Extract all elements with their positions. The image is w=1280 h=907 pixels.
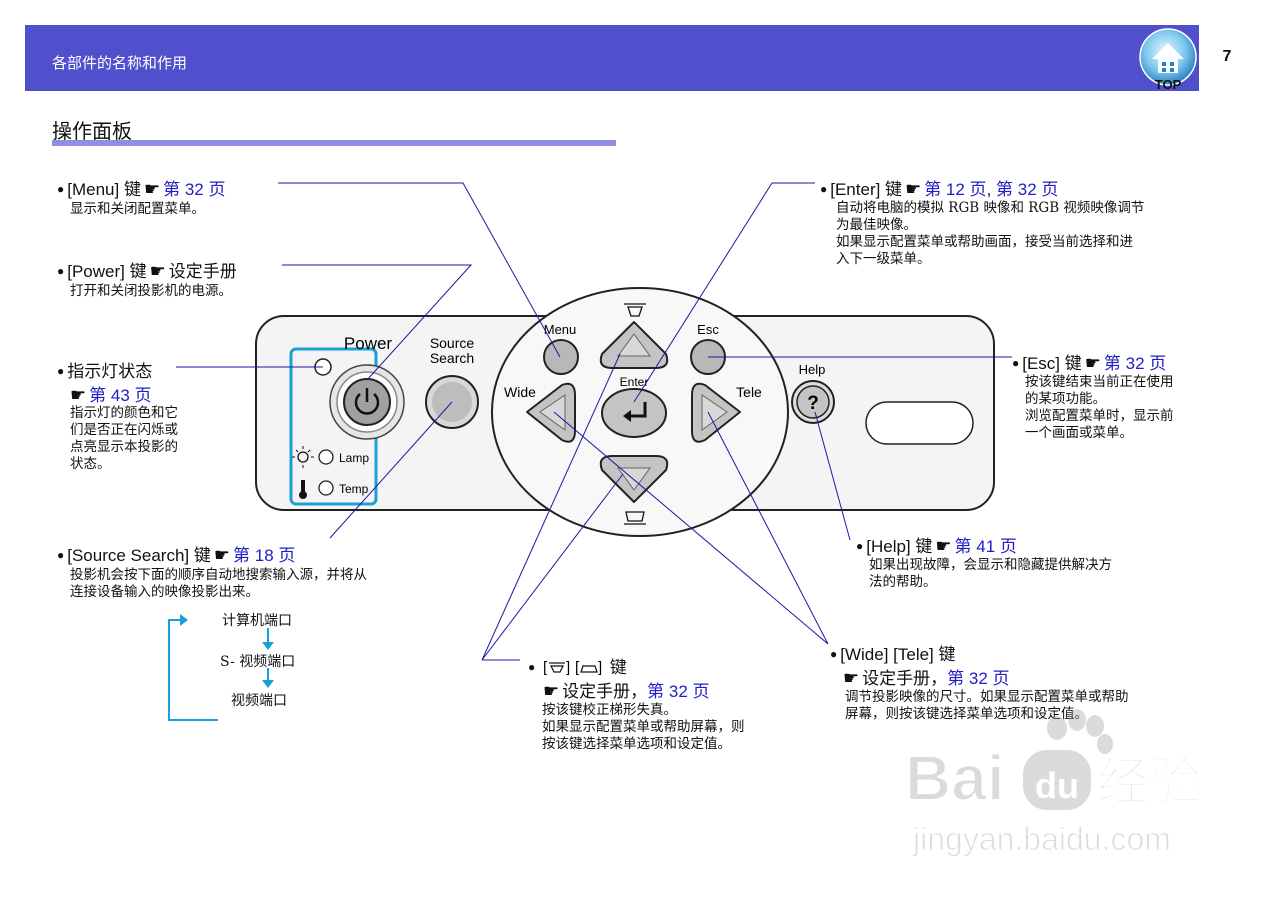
svg-text:[: [ <box>575 659 580 676</box>
wide-tele-page-link[interactable]: 第 32 页 <box>947 669 1010 688</box>
enter-key-desc: 自动将电脑的模拟 RGB 映像和 RGB 视频映像调节 为最佳映像。 如果显示配… <box>836 200 1145 267</box>
temp-indicator: Temp <box>299 480 369 499</box>
help-button-face <box>796 385 830 419</box>
indicator-ref: ☛第 43 页 <box>67 381 152 406</box>
help-icon: ? <box>807 393 819 414</box>
up-arrow-icon <box>617 333 651 357</box>
watermark-cn: 经验 <box>1097 754 1201 812</box>
temp-label: Temp <box>339 482 369 496</box>
flow-computer-port: 计算机端口 <box>222 613 292 629</box>
indicator-desc: 指示灯的颜色和它 们是否正在闪烁或 点亮显示本投影的 状态。 <box>70 405 178 472</box>
menu-key-heading: ●[Menu] 键☛第 32 页 <box>57 179 226 199</box>
enter-icon-arrow <box>623 410 631 422</box>
power-label: Power <box>344 334 393 353</box>
left-arrow-icon <box>539 394 566 431</box>
enter-icon <box>628 402 647 418</box>
source-search-heading: ●[Source Search] 键☛第 18 页 <box>57 545 296 565</box>
section-title: 操作面板 <box>52 119 132 143</box>
enter-button[interactable] <box>601 388 667 438</box>
svg-text:[: [ <box>543 659 548 676</box>
display-window <box>865 401 974 445</box>
source-search-page-link[interactable]: 第 18 页 <box>233 546 296 565</box>
help-key-desc: 如果出现故障，会显示和隐藏提供解决方 法的帮助。 <box>869 557 1112 590</box>
watermark-url: jingyan.baidu.com <box>912 821 1171 857</box>
leader-lines <box>176 182 1012 661</box>
baidu-jingyan-watermark: Bai du 经验 jingyan.baidu.com <box>905 709 1202 858</box>
power-key-desc: 打开和关闭投影机的电源。 <box>70 283 232 299</box>
enter-key-heading: ●[Enter] 键☛第 12 页, 第 32 页 <box>820 179 1059 199</box>
flow-video-port: 视频端口 <box>231 693 287 709</box>
keystone-up-icon <box>624 303 646 317</box>
menu-label: Menu <box>544 322 577 337</box>
help-key-heading: ●[Help] 键☛第 41 页 <box>856 536 1017 556</box>
keystone-keys-icon: [ ] [ ] <box>543 659 602 676</box>
source-search-label-1: Source <box>430 335 475 351</box>
esc-page-link[interactable]: 第 32 页 <box>1103 354 1167 373</box>
help-page-link[interactable]: 第 41 页 <box>954 537 1017 556</box>
header-bar <box>25 25 1255 91</box>
top-badge-label: TOP <box>1155 77 1182 91</box>
hand-pointer-icon: ☛ <box>149 261 166 281</box>
power-manual-ref: 设定手册 <box>168 262 237 281</box>
tele-label: Tele <box>736 384 762 400</box>
wide-tele-ref: ☛设定手册，第 32 页 <box>843 668 1010 688</box>
flow-s-video-port: S- 视频端口 <box>220 654 296 670</box>
hand-pointer-icon: ☛ <box>905 179 922 199</box>
esc-label: Esc <box>697 322 719 337</box>
lamp-label: Lamp <box>339 451 369 465</box>
page-number-box <box>1199 25 1255 91</box>
hand-pointer-icon: ☛ <box>935 536 952 556</box>
keystone-ref: ☛设定手册，第 32 页 <box>543 681 710 701</box>
hand-pointer-icon: ☛ <box>213 545 231 565</box>
enter-page-link-2[interactable]: 第 32 页 <box>996 180 1059 199</box>
enter-label: Enter <box>620 375 649 389</box>
power-icon <box>354 393 380 415</box>
hand-pointer-icon: ☛ <box>1084 353 1101 373</box>
source-search-label-2: Search <box>430 350 474 366</box>
indicator-heading: ●指示灯状态 <box>57 362 153 381</box>
hand-pointer-icon: ☛ <box>70 385 87 405</box>
top-home-icon[interactable]: TOP <box>1138 27 1198 91</box>
hand-pointer-icon: ☛ <box>143 179 161 199</box>
keystone-page-link[interactable]: 第 32 页 <box>647 682 710 701</box>
source-flow-arrows <box>168 614 274 721</box>
menu-button[interactable] <box>543 339 579 375</box>
section-underline <box>52 140 616 146</box>
page-number: 7 <box>1222 48 1232 65</box>
hand-pointer-icon: ☛ <box>543 681 560 701</box>
menu-page-link[interactable]: 第 32 页 <box>163 180 226 199</box>
keystone-desc: 按该键校正梯形失真。 如果显示配置菜单或帮助屏幕，则 按该键选择菜单选项和设定值… <box>542 702 745 752</box>
keystone-heading: ● [ ] [ ] 键 <box>528 658 627 677</box>
wide-tele-heading: ●[Wide] [Tele] 键 <box>830 645 956 664</box>
esc-key-heading: ●[Esc] 键☛第 32 页 <box>1012 353 1167 373</box>
wide-label: Wide <box>504 384 536 400</box>
lamp-indicator: Lamp <box>292 446 369 468</box>
power-key-heading: ●[Power] 键☛设定手册 <box>57 261 237 281</box>
help-label: Help <box>799 362 826 377</box>
indicator-page-link[interactable]: 第 43 页 <box>89 386 152 405</box>
keystone-down-icon <box>624 511 646 525</box>
watermark-du: du <box>1035 765 1079 806</box>
source-search-desc: 投影机会按下面的顺序自动地搜索输入源，并将从 连接设备输入的映像投影出来。 <box>70 567 367 600</box>
watermark-brand: Bai <box>905 742 1005 814</box>
esc-key-desc: 按该键结束当前正在使用 的某项功能。 浏览配置菜单时，显示前 一个画面或菜单。 <box>1025 374 1174 441</box>
enter-page-link-1[interactable]: 第 12 页 <box>924 180 987 199</box>
svg-text:]: ] <box>566 659 570 676</box>
menu-key-desc: 显示和关闭配置菜单。 <box>70 201 205 217</box>
wide-tele-desc: 调节投影映像的尺寸。如果显示配置菜单或帮助 屏幕，则按该键选择菜单选项和设定值。 <box>845 689 1129 722</box>
svg-text:]: ] <box>598 659 602 676</box>
hand-pointer-icon: ☛ <box>843 668 860 688</box>
header-title: 各部件的名称和作用 <box>52 54 188 72</box>
right-arrow-icon <box>701 394 728 431</box>
